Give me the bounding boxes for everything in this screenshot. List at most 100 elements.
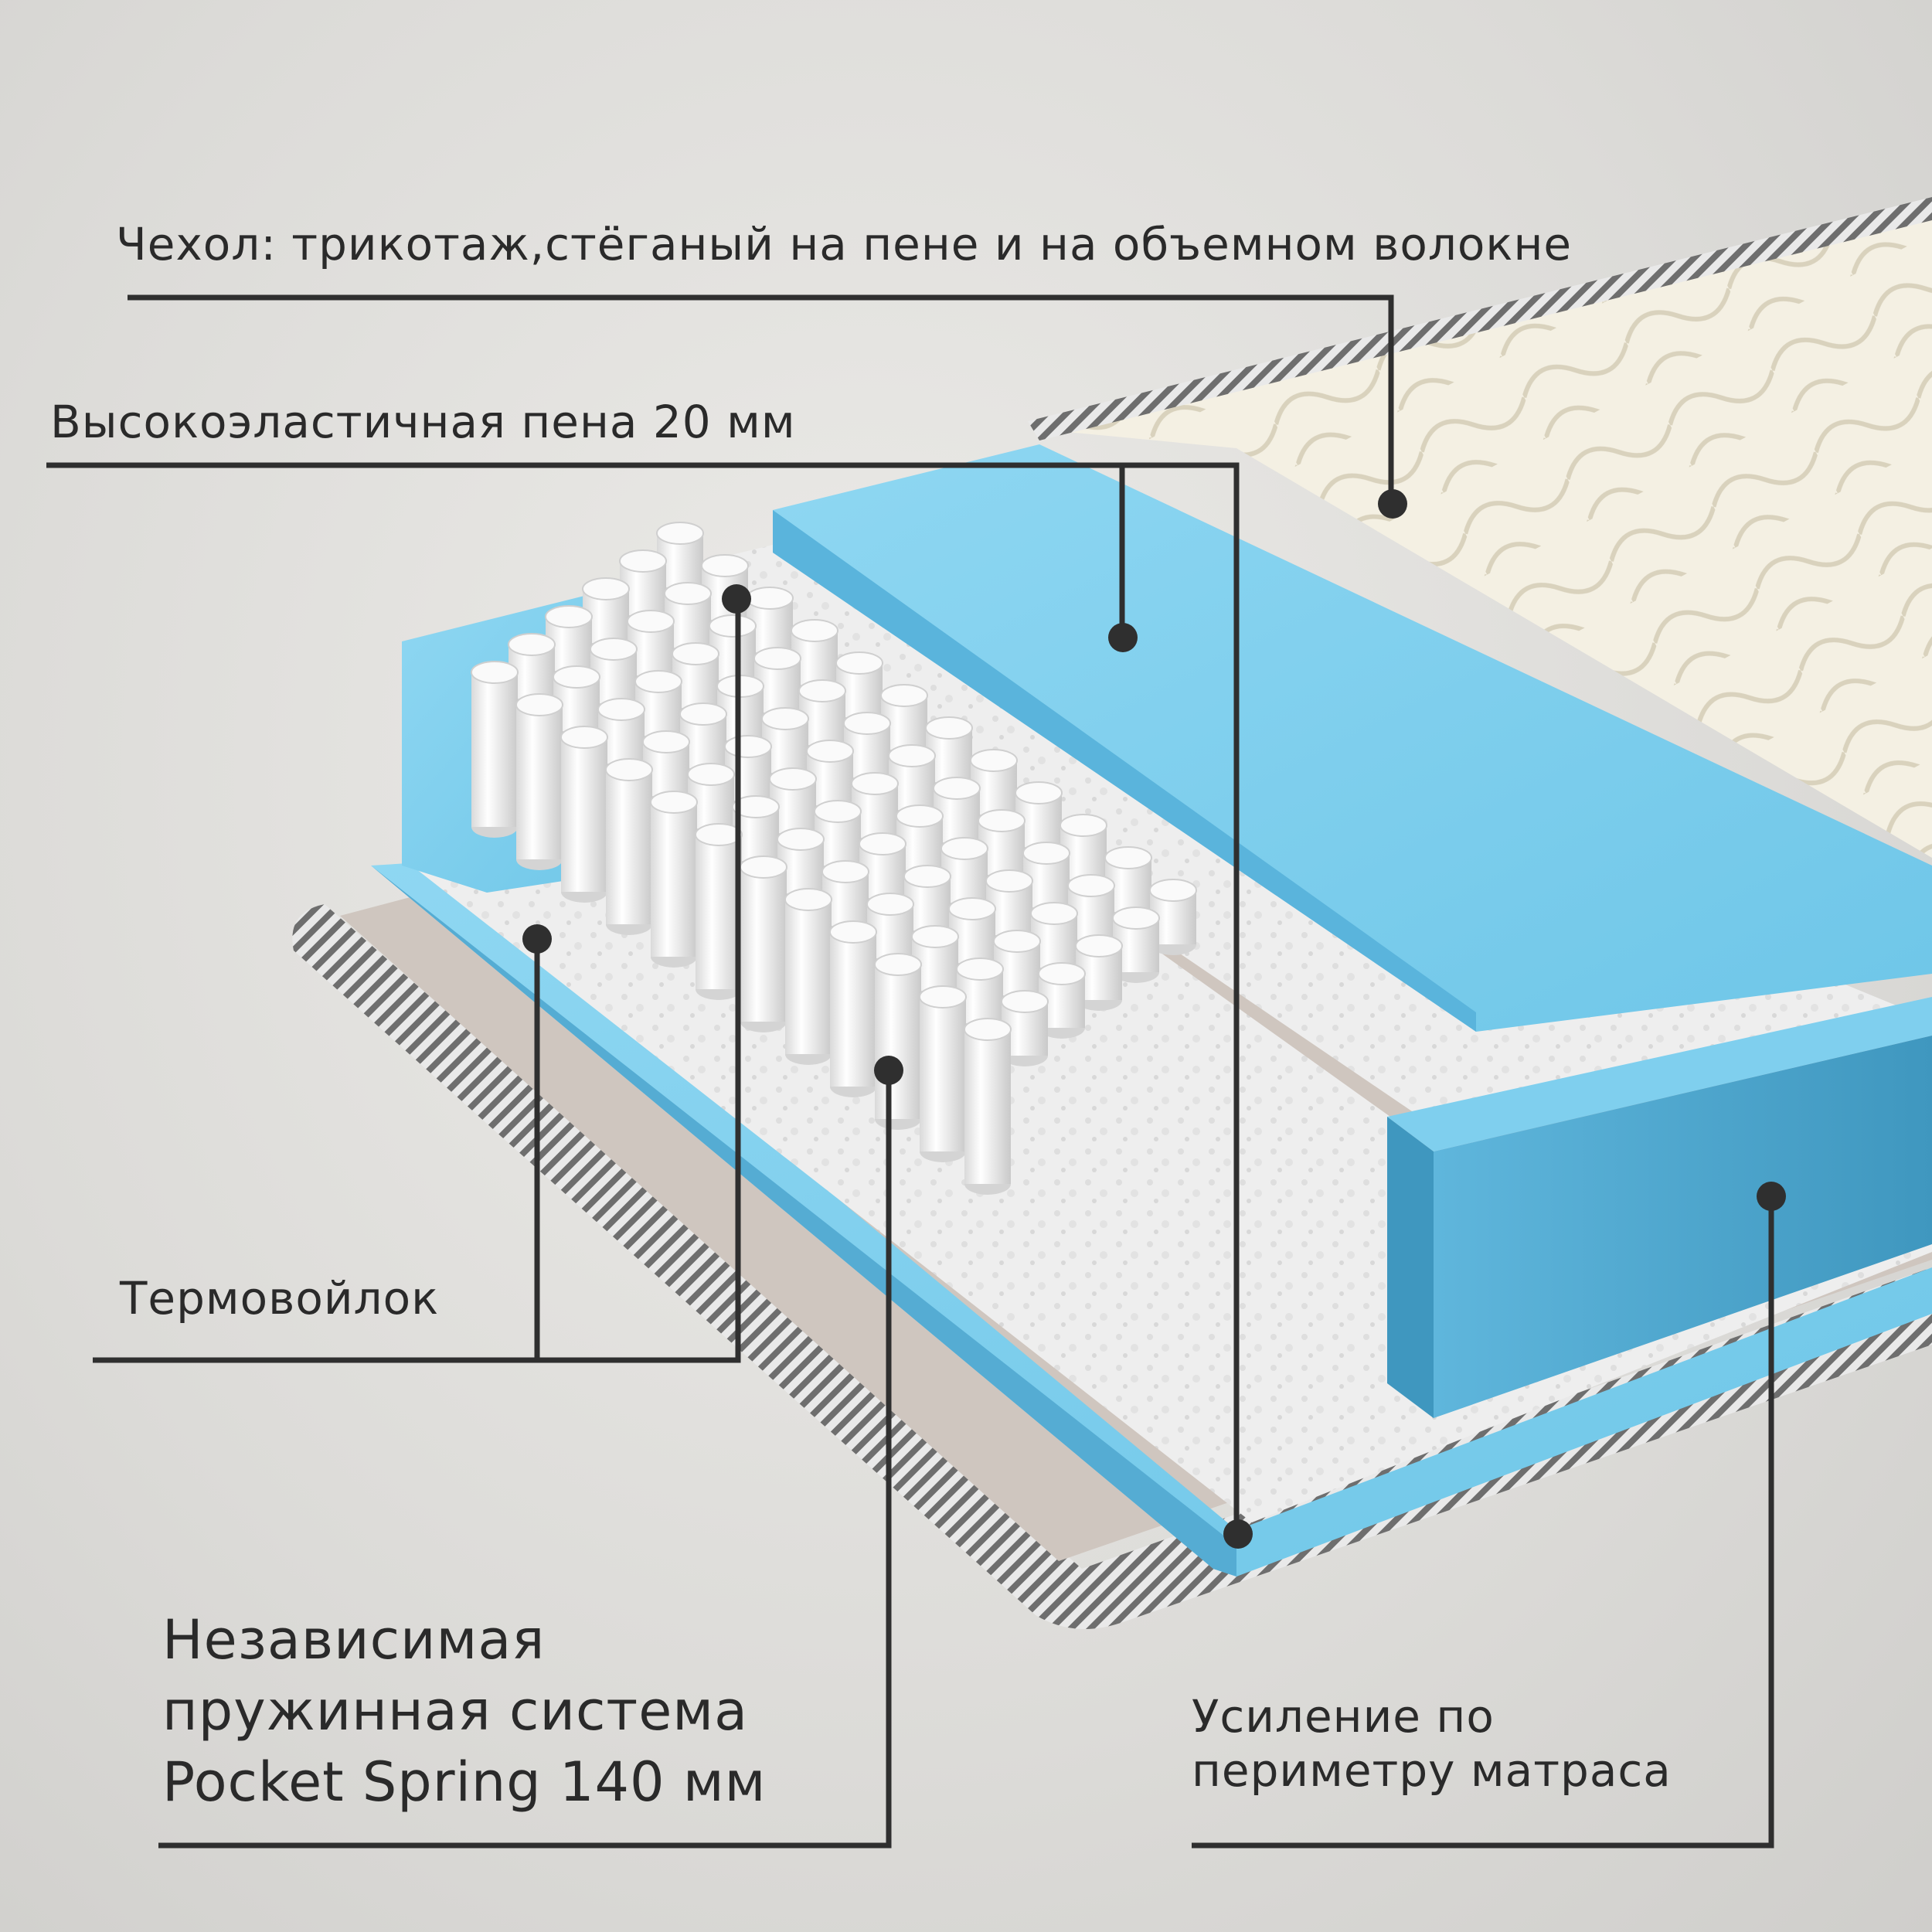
spring-top — [985, 869, 1033, 893]
spring-top — [964, 1018, 1012, 1041]
spring-top — [880, 684, 928, 707]
spring-body — [920, 997, 966, 1151]
spring-top — [835, 651, 883, 675]
spring-top — [753, 647, 801, 670]
label-springs: Независимая пружинная система Pocket Spr… — [162, 1604, 766, 1818]
spring-top — [597, 698, 645, 721]
spring — [740, 855, 787, 1032]
spring-top — [919, 985, 967, 1009]
spring — [695, 823, 743, 1000]
spring — [650, 791, 698, 968]
spring-top — [851, 772, 899, 795]
right-foam-block-front — [1387, 1117, 1434, 1418]
spring-top — [687, 763, 735, 786]
spring-top — [508, 633, 556, 656]
spring-top — [1067, 874, 1115, 897]
leader-dots — [522, 489, 1786, 1549]
spring-top — [664, 582, 712, 605]
spring-top — [798, 679, 846, 702]
spring-top — [791, 619, 838, 642]
label-cover: Чехол: трикотаж,стёганый на пене и на об… — [116, 218, 1573, 270]
spring-body — [516, 705, 563, 859]
dot-foam — [1108, 623, 1138, 652]
spring-top — [642, 730, 690, 753]
spring-top — [515, 693, 563, 716]
spring-top — [627, 610, 675, 633]
spring-top — [933, 777, 981, 800]
spring-top — [1112, 906, 1160, 930]
spring-top — [1015, 781, 1063, 804]
spring-top — [1104, 846, 1152, 869]
spring-top — [709, 614, 757, 638]
dot-springs — [874, 1056, 903, 1085]
spring — [471, 661, 519, 838]
dot-felt-bottom — [522, 924, 552, 954]
bottom-foam-front — [371, 866, 1236, 1577]
leader-lines — [46, 294, 1774, 1849]
spring-top — [672, 642, 719, 665]
spring-body — [785, 900, 832, 1054]
spring-top — [911, 925, 959, 948]
top-foam-front — [773, 510, 1476, 1032]
spring-body — [651, 802, 697, 957]
spring-top — [679, 702, 727, 726]
spring-top — [761, 707, 809, 730]
label-perimeter-line2: периметру матраса — [1192, 1744, 1672, 1797]
spring-top — [1030, 902, 1078, 925]
spring-top — [956, 957, 1004, 981]
spring-top — [650, 791, 698, 814]
leader-perimeter — [1192, 1196, 1774, 1849]
pocket-springs — [471, 522, 1197, 1195]
spring-body — [964, 1029, 1011, 1184]
spring-top — [874, 953, 922, 976]
spring-top — [866, 893, 914, 916]
spring-top — [590, 638, 638, 661]
quilted-cover — [1036, 209, 1932, 858]
spring-body — [606, 770, 652, 924]
spring-top — [695, 823, 743, 846]
spring-top — [777, 828, 825, 851]
label-felt: Термовойлок — [120, 1272, 440, 1325]
spring — [919, 985, 967, 1162]
spring-top — [634, 670, 682, 693]
spring-top — [582, 577, 630, 600]
spring-body — [471, 672, 518, 827]
spring-body — [740, 867, 787, 1022]
spring — [874, 953, 922, 1130]
spring — [964, 1018, 1012, 1195]
spring-top — [1075, 934, 1123, 957]
spring-top — [605, 758, 653, 781]
spring — [582, 577, 630, 654]
spring-body — [696, 835, 742, 989]
dot-felt-top — [722, 584, 751, 614]
spring-top — [471, 661, 519, 684]
spring-body — [561, 737, 607, 892]
spring — [642, 730, 690, 807]
spring-top — [619, 549, 667, 573]
label-perimeter-line1: Усиление по — [1192, 1690, 1495, 1743]
spring-top — [740, 855, 787, 879]
spring-top — [746, 587, 794, 610]
spring-top — [1022, 842, 1070, 865]
dot-cover — [1378, 489, 1407, 519]
dot-perimeter — [1757, 1182, 1786, 1211]
label-springs-line1: Независимая — [162, 1608, 546, 1672]
leader-springs — [158, 1070, 892, 1849]
right-foam-block-side — [1434, 1036, 1932, 1418]
cover-edge — [1028, 197, 1932, 440]
spring-top — [940, 837, 988, 860]
spring — [560, 726, 608, 903]
spring — [605, 758, 653, 935]
spring-top — [978, 809, 1026, 832]
leader-foam-bottom — [1122, 462, 1240, 1534]
spring-top — [806, 740, 854, 763]
spring-top — [656, 522, 704, 545]
label-springs-line2: пружинная система — [162, 1679, 748, 1743]
spring — [515, 693, 563, 870]
spring-top — [701, 554, 749, 577]
spring-top — [859, 832, 906, 855]
spring-top — [970, 749, 1018, 772]
spring-top — [843, 712, 891, 735]
spring-top — [829, 920, 877, 944]
spring-top — [724, 735, 772, 758]
